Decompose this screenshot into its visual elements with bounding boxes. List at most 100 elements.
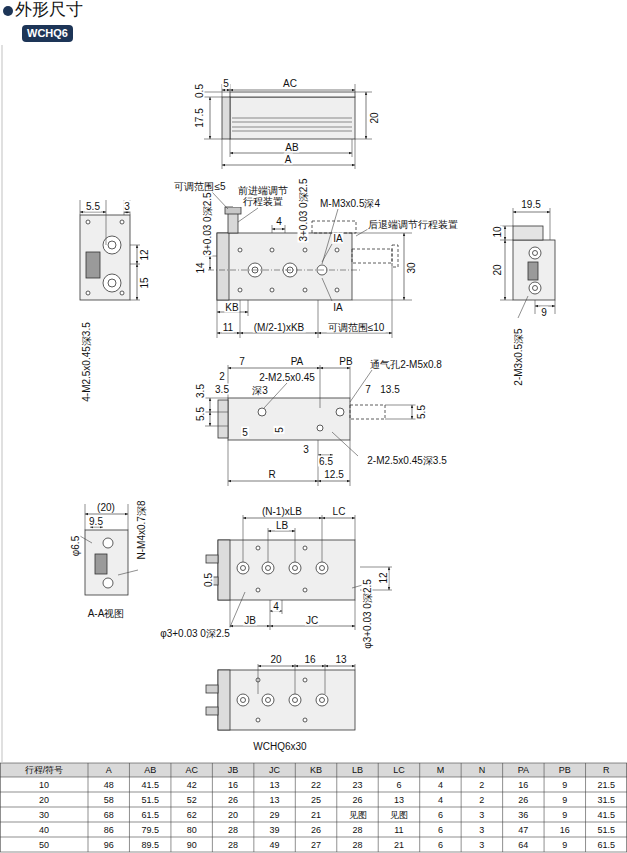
extension-line bbox=[355, 84, 356, 92]
cylinder-outline bbox=[218, 400, 228, 438]
extension-line bbox=[419, 763, 420, 852]
extension-line bbox=[295, 664, 296, 694]
dimension-label: 3.5 bbox=[195, 383, 206, 399]
table-header-fill bbox=[0, 763, 627, 777]
hole-symbol bbox=[237, 694, 249, 706]
hole-symbol bbox=[256, 588, 260, 592]
dimension-label: 6.5 bbox=[318, 456, 334, 467]
table-cell: 11 bbox=[393, 824, 404, 835]
dimension-label: φ3+0.03 0深2.5 bbox=[159, 628, 231, 639]
table-cell: 16 bbox=[227, 779, 239, 790]
table-cell: 6 bbox=[437, 809, 444, 820]
dimension-label: 12 bbox=[139, 248, 150, 261]
extension-line bbox=[208, 270, 362, 271]
table-cell: 3 bbox=[478, 839, 485, 850]
table-cell: 61.5 bbox=[140, 809, 160, 820]
table-cell: 96 bbox=[103, 839, 115, 850]
table-cell: 49 bbox=[269, 839, 281, 850]
hole-symbol bbox=[293, 698, 298, 703]
table-cell: 26 bbox=[351, 794, 363, 805]
extension-line bbox=[360, 567, 392, 568]
table-cell: 23 bbox=[351, 779, 363, 790]
table-cell: KB bbox=[309, 765, 323, 776]
dimension-label: 3 bbox=[123, 201, 131, 212]
dimension-line bbox=[318, 333, 392, 334]
dimension-label: 13.5 bbox=[379, 384, 400, 395]
hole-symbol bbox=[262, 562, 274, 574]
extension-line bbox=[513, 208, 514, 226]
table-cell: 10 bbox=[38, 779, 50, 790]
hole-symbol bbox=[533, 286, 538, 291]
table-cell: 28 bbox=[227, 839, 239, 850]
title-bullet bbox=[3, 6, 13, 16]
table-cell: 39 bbox=[269, 824, 281, 835]
dimension-label: AB bbox=[284, 142, 299, 153]
table-cell: 见图 bbox=[348, 809, 368, 820]
dimension-line bbox=[124, 212, 130, 213]
extension-line bbox=[535, 300, 536, 314]
dimension-label: 前进端调节 行程装置 bbox=[233, 185, 293, 207]
table-cell: 27 bbox=[310, 839, 322, 850]
dimension-label: 可调范围≤10 bbox=[327, 322, 386, 333]
extension-line bbox=[355, 600, 356, 630]
table-cell: 20 bbox=[227, 809, 239, 820]
extension-line bbox=[85, 504, 86, 530]
extension-line bbox=[228, 440, 229, 486]
dimension-line bbox=[270, 626, 355, 627]
cylinder-outline bbox=[352, 249, 392, 263]
dimension-line bbox=[322, 518, 355, 519]
extension-line bbox=[500, 300, 513, 301]
table-cell: 20 bbox=[38, 794, 50, 805]
hole-symbol bbox=[86, 291, 90, 295]
hole-symbol bbox=[529, 282, 541, 294]
table-cell: 51.5 bbox=[140, 794, 160, 805]
dimension-label: A bbox=[284, 154, 293, 165]
dimension-label: 4 bbox=[275, 216, 283, 227]
dimension-line bbox=[366, 92, 367, 139]
dimension-label: (M/2-1)xKB bbox=[253, 322, 306, 333]
model-badge: WCHQ6 bbox=[22, 25, 73, 42]
cylinder-outline bbox=[513, 226, 543, 240]
cylinder-outline bbox=[222, 97, 230, 139]
dimension-line bbox=[389, 567, 390, 590]
dimension-label: 0.5 bbox=[203, 572, 214, 588]
dimension-label: IA bbox=[332, 233, 343, 244]
dimension-line bbox=[217, 333, 240, 334]
dimension-line bbox=[325, 666, 355, 667]
hole-symbol bbox=[262, 694, 274, 706]
table-cell: AC bbox=[184, 765, 199, 776]
cylinder-outline bbox=[85, 530, 128, 595]
dimension-line bbox=[137, 264, 138, 300]
hole-symbol bbox=[270, 248, 274, 252]
table-cell: 2 bbox=[478, 779, 485, 790]
extension-line bbox=[378, 763, 379, 852]
dimension-label: JC bbox=[305, 615, 319, 626]
extension-line bbox=[118, 570, 138, 575]
cylinder-outline bbox=[218, 670, 230, 730]
extension-line bbox=[2, 45, 3, 762]
dimension-line bbox=[90, 527, 103, 528]
extension-line bbox=[322, 278, 332, 301]
extension-line bbox=[238, 208, 258, 222]
extension-line bbox=[0, 792, 627, 793]
table-cell: 86 bbox=[103, 824, 115, 835]
table-cell: 28 bbox=[227, 824, 239, 835]
table-cell: 29 bbox=[269, 809, 281, 820]
table-cell: 51.5 bbox=[597, 824, 617, 835]
table-cell: 31.5 bbox=[597, 794, 617, 805]
table-cell: 47 bbox=[517, 824, 529, 835]
dimension-label: 20 bbox=[269, 654, 282, 665]
extension-line bbox=[232, 127, 352, 128]
table-cell: 52 bbox=[186, 794, 198, 805]
hole-symbol bbox=[241, 698, 246, 703]
cylinder-outline bbox=[218, 540, 355, 600]
extension-line bbox=[248, 300, 249, 316]
hole-symbol bbox=[103, 578, 113, 588]
table-cell: 90 bbox=[186, 839, 198, 850]
dimension-line bbox=[222, 90, 230, 91]
dimension-label: 2-M3x0.5深5 bbox=[513, 327, 524, 386]
dimension-label: M-M3x0.5深4 bbox=[319, 198, 381, 209]
table-cell: 21.5 bbox=[597, 779, 617, 790]
dimension-line bbox=[210, 256, 211, 270]
